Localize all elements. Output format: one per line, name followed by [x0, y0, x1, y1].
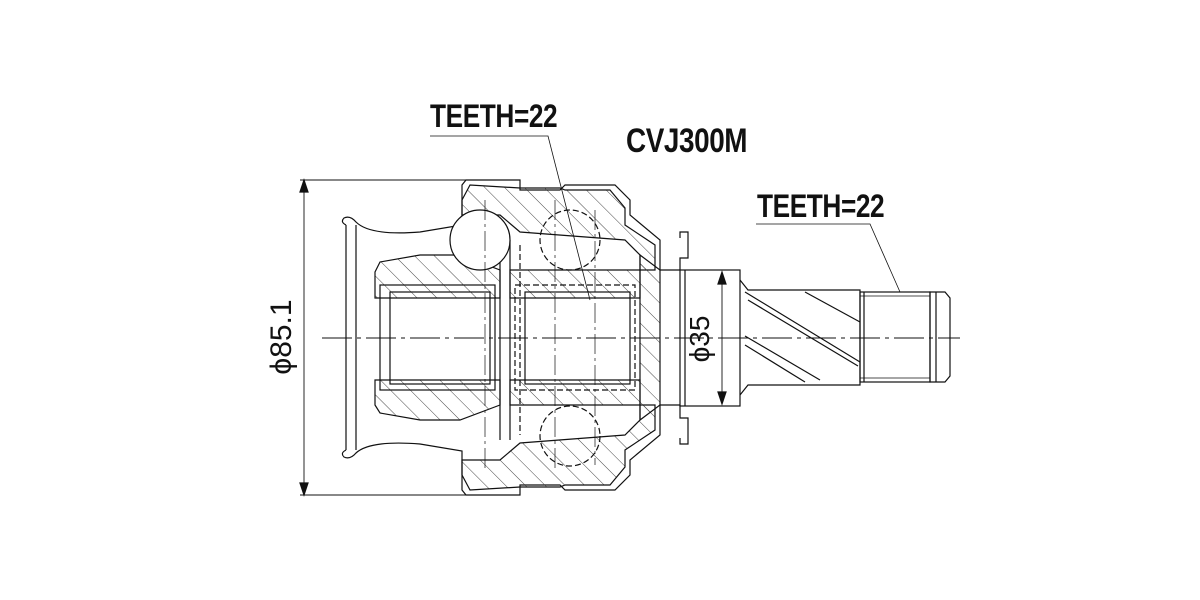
label-outer-diameter: ϕ85.1: [265, 299, 298, 375]
outline-group: [299, 135, 960, 497]
label-teeth-inner: TEETH=22: [430, 98, 558, 134]
label-teeth-outer: TEETH=22: [757, 188, 885, 224]
label-shaft-diameter: ϕ35: [684, 315, 715, 363]
leader-inner-teeth: [430, 135, 591, 301]
part-number-title: CVJ300M: [626, 122, 748, 160]
leader-outer-teeth: [756, 223, 901, 293]
